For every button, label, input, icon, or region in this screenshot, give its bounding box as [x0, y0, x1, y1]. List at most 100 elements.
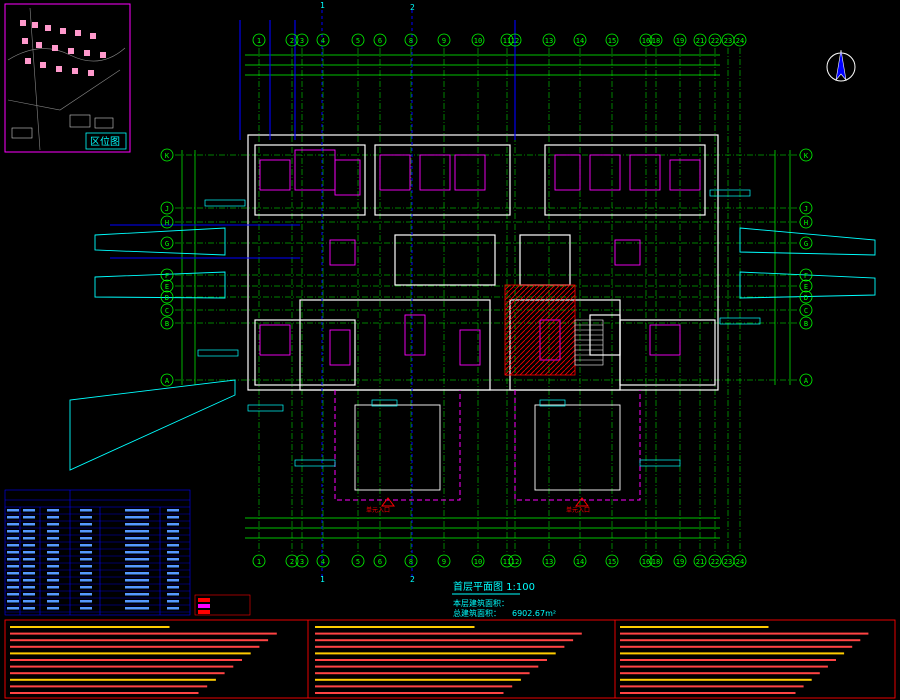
axis-bubble-21 — [693, 554, 707, 568]
table-cell-text — [167, 565, 179, 568]
axis-bubble-5 — [351, 554, 365, 568]
note-line — [620, 632, 869, 635]
table-cell-text — [47, 586, 59, 589]
table-cell-text — [167, 572, 179, 575]
total-area-value: 6902.67m² — [512, 609, 556, 618]
axis-bubble-H — [160, 215, 174, 229]
table-cell-text — [80, 530, 92, 533]
floor-table-rows — [5, 509, 190, 613]
axis-label-1: 1 — [257, 37, 261, 45]
stair — [574, 319, 604, 366]
axis-bubble-14 — [573, 33, 587, 47]
axis-label-24: 24 — [736, 558, 744, 566]
axis-bubble-3 — [295, 33, 309, 47]
axis-label-11: 11 — [503, 558, 511, 566]
note-line — [620, 665, 828, 668]
axis-bubble-22 — [708, 33, 722, 47]
table-cell-text — [7, 509, 19, 512]
table-cell-text — [80, 593, 92, 596]
axis-bubble-8 — [404, 554, 418, 568]
axis-bubble-1 — [252, 33, 266, 47]
table-cell-text — [47, 579, 59, 582]
building-walls — [247, 134, 719, 391]
table-cell-text — [125, 523, 149, 526]
table-cell-text — [47, 558, 59, 561]
table-cell-text — [80, 579, 92, 582]
table-cell-text — [125, 600, 149, 603]
axis-bubble-B — [160, 316, 174, 330]
axis-label-6: 6 — [378, 37, 382, 45]
axis-bubble-10 — [471, 33, 485, 47]
table-cell-text — [7, 579, 19, 582]
table-cell-text — [47, 607, 59, 610]
axis-bubble-B — [799, 316, 813, 330]
table-cell-text — [7, 607, 19, 610]
note-line — [620, 626, 769, 628]
table-cell-text — [47, 551, 59, 554]
axis-label-13: 13 — [545, 558, 553, 566]
axis-label-H: H — [165, 219, 169, 227]
note-line — [620, 678, 812, 681]
axis-label-3: 3 — [300, 37, 304, 45]
axis-label-18: 18 — [652, 37, 660, 45]
axis-bubble-12 — [508, 33, 522, 47]
note-line — [315, 632, 582, 635]
table-cell-text — [23, 544, 35, 547]
axis-bubble-15 — [605, 554, 619, 568]
bottom-dimension-lines — [245, 517, 720, 539]
table-cell-text — [80, 607, 92, 610]
axis-label-21: 21 — [696, 558, 704, 566]
top-dimension-lines — [245, 54, 720, 76]
axis-label-10: 10 — [474, 37, 482, 45]
axis-label-23: 23 — [724, 558, 732, 566]
table-cell-text — [125, 558, 149, 561]
north-arrow-icon — [826, 49, 856, 82]
axis-label-8: 8 — [409, 37, 413, 45]
blue-leaders — [110, 20, 516, 259]
table-cell-text — [167, 579, 179, 582]
axis-label-23: 23 — [724, 37, 732, 45]
table-cell-text — [167, 586, 179, 589]
table-cell-text — [7, 558, 19, 561]
table-cell-text — [47, 509, 59, 512]
axis-bubble-16 — [639, 33, 653, 47]
horizontal-axis-lines — [175, 150, 800, 385]
table-cell-text — [7, 572, 19, 575]
floor-table — [4, 489, 191, 616]
table-cell-text — [125, 607, 149, 610]
table-cell-text — [47, 537, 59, 540]
axis-label-1: 1 — [257, 558, 261, 566]
axis-label-6: 6 — [378, 558, 382, 566]
note-line — [10, 678, 216, 681]
axis-bubble-13 — [542, 554, 556, 568]
table-cell-text — [80, 572, 92, 575]
table-cell-text — [23, 551, 35, 554]
table-cell-text — [23, 523, 35, 526]
hatched-lobby — [504, 284, 576, 376]
section-mark-bottom-2: 2 — [410, 575, 415, 584]
axis-label-15: 15 — [608, 558, 616, 566]
axis-label-G: G — [165, 240, 169, 248]
axis-label-4: 4 — [321, 558, 325, 566]
note-line — [620, 692, 796, 694]
axis-bubble-3 — [295, 554, 309, 568]
axis-bubble-19 — [673, 33, 687, 47]
axis-label-K: K — [165, 152, 170, 160]
axis-label-D: D — [165, 294, 169, 302]
note-line — [620, 652, 845, 655]
table-cell-text — [125, 586, 149, 589]
note-line — [10, 685, 208, 688]
floor-area-line: 本层建筑面积： — [453, 598, 509, 608]
table-cell-text — [23, 572, 35, 575]
notes-text-lines — [10, 626, 869, 694]
table-cell-text — [7, 523, 19, 526]
table-cell-text — [80, 586, 92, 589]
axis-label-24: 24 — [736, 37, 744, 45]
axis-label-8: 8 — [409, 558, 413, 566]
table-cell-text — [125, 544, 149, 547]
section-mark-bottom-1: 1 — [320, 575, 325, 584]
axis-label-E: E — [165, 283, 169, 291]
axis-bubble-22 — [708, 554, 722, 568]
section-lines — [321, 10, 413, 580]
